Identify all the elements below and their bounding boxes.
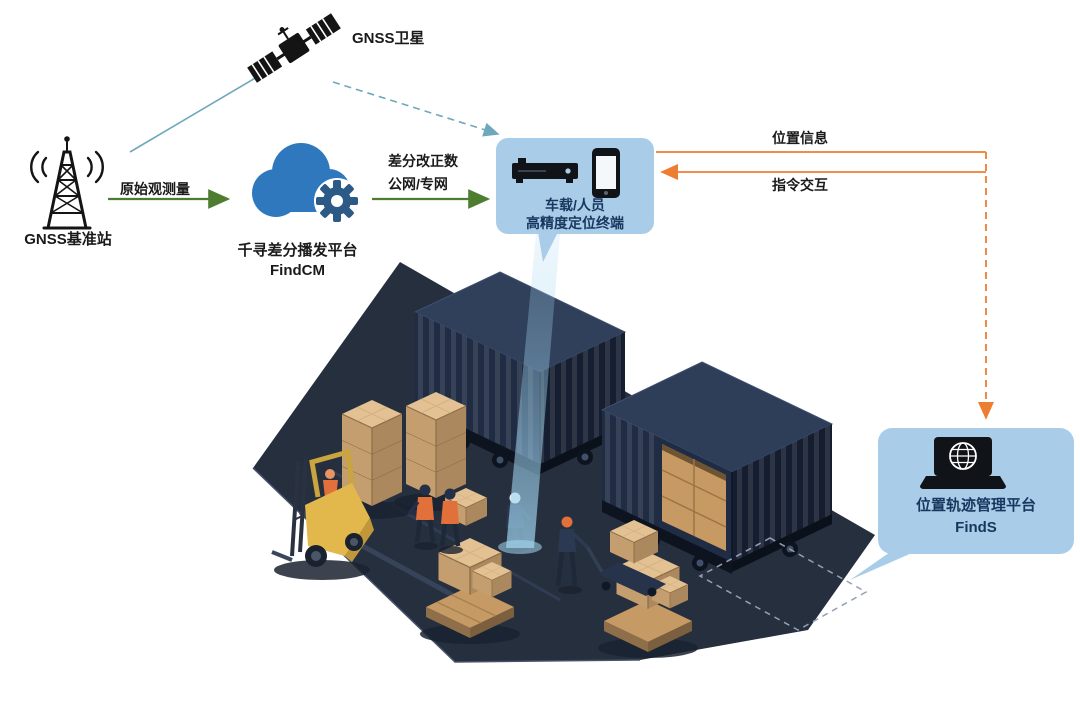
platform-product-label: FindS <box>955 519 997 536</box>
finds-bubble <box>850 428 1074 580</box>
position-info-label: 位置信息 <box>772 130 828 146</box>
cloud-gear-icon <box>252 143 360 224</box>
laptop-globe-icon <box>920 437 1006 489</box>
terminal-label-line2: 高精度定位终端 <box>526 215 624 231</box>
command-interaction-label: 指令交互 <box>772 177 828 193</box>
receiver-box-icon <box>512 158 578 183</box>
satellite-label: GNSS卫星 <box>352 30 425 47</box>
platform-name-label: 位置轨迹管理平台 <box>915 497 1036 514</box>
cloud-platform-product-label: FindCM <box>270 262 325 279</box>
satellite-basestation-link <box>129 73 263 153</box>
gnss-satellite-icon <box>247 13 341 83</box>
positioning-beam <box>498 234 560 554</box>
terminal-label-line1: 车载/人员 <box>545 197 605 213</box>
container-b <box>600 361 834 574</box>
network-label: 公网/专网 <box>388 176 448 192</box>
pallet-boxes-center <box>420 537 520 644</box>
gear-icon <box>316 180 358 222</box>
satellite-links <box>129 73 500 153</box>
satellite-terminal-link <box>332 81 500 137</box>
warehouse-scene <box>252 262 875 663</box>
container-a <box>413 271 627 476</box>
correction-data-label: 差分改正数 <box>388 153 458 169</box>
forklift <box>271 448 374 580</box>
geofence-dashed-area <box>698 537 868 631</box>
smartphone-icon <box>592 148 620 198</box>
position-info-flow <box>656 151 995 420</box>
raw-observation-label: 原始观测量 <box>120 181 190 197</box>
terminal-bubble <box>496 138 654 262</box>
base-station-label: GNSS基准站 <box>24 231 112 248</box>
pallet-jack <box>586 519 666 597</box>
pallet-boxes-right <box>598 551 698 658</box>
cloud-platform-label: 千寻差分播发平台 <box>237 242 358 259</box>
radio-tower-icon <box>30 136 104 230</box>
